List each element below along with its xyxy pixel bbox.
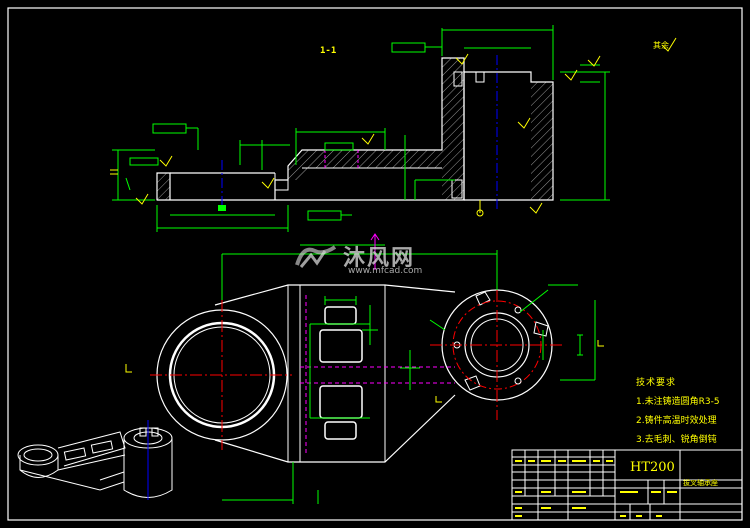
isometric-sketch — [17, 420, 173, 500]
tech-title: 技术要求 — [636, 378, 677, 388]
watermark-brand: 沐风网 — [343, 246, 416, 271]
watermark-icon — [295, 245, 337, 268]
title-block-material: HT200 — [630, 460, 675, 475]
title-block-cell-marks — [515, 460, 677, 517]
tech-item: 2.铸件高温时效处理 — [636, 416, 717, 426]
plan-view — [125, 233, 604, 504]
roughness-note: 其余 — [653, 41, 669, 50]
watermark-url: www.mfcad.com — [348, 266, 423, 276]
watermark-logo: 沐风网 — [293, 240, 415, 272]
technical-requirements: 技术要求 1.未注铸造圆角R3-5 2.铸件高温时效处理 3.去毛刺、锐角倒钝 — [636, 374, 720, 450]
tech-item: 1.未注铸造圆角R3-5 — [636, 397, 720, 407]
drawing-frame — [7, 7, 743, 521]
title-block-part-name: 拔叉轴承座 — [683, 479, 718, 487]
section-label: 1-1 — [320, 46, 337, 56]
section-view — [110, 25, 677, 232]
tech-item: 3.去毛刺、锐角倒钝 — [636, 435, 717, 445]
title-block — [511, 449, 743, 521]
